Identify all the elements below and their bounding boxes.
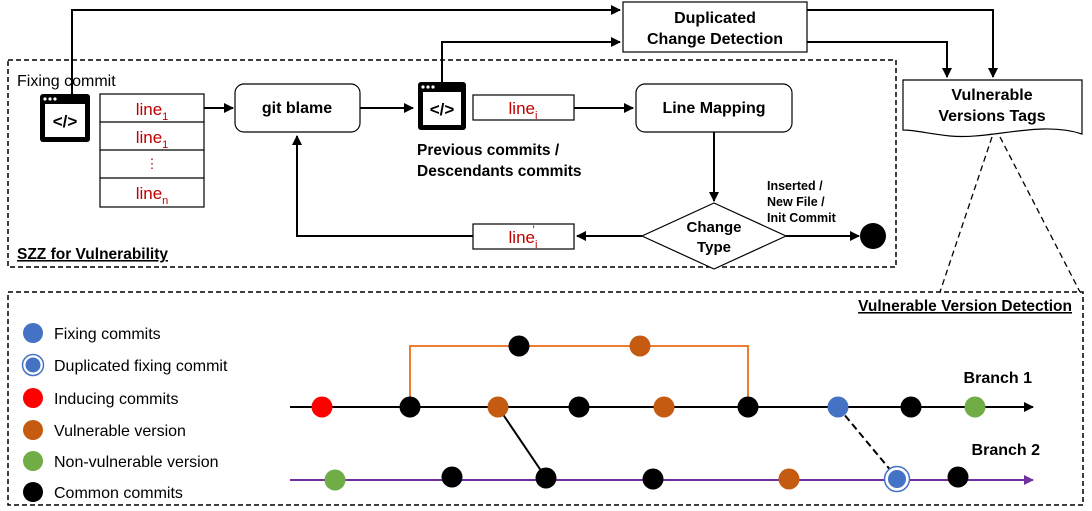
commit-node xyxy=(399,396,421,418)
fixing-lines-stack: line1 line1 ⋮ linen xyxy=(99,93,205,208)
new-file-label: New File / xyxy=(767,195,825,209)
commit-node xyxy=(441,466,463,488)
commit-node xyxy=(568,396,590,418)
szz-dashed-frame xyxy=(7,59,897,268)
change-type-diamond xyxy=(640,202,788,270)
legend-swatch xyxy=(23,420,43,440)
fixing-commit-label: Fixing commit xyxy=(17,73,116,90)
inserted-label: Inserted / xyxy=(767,179,823,193)
commit-node xyxy=(642,468,664,490)
line-ellipsis: ⋮ xyxy=(146,156,159,171)
svg-text:</>: </> xyxy=(430,100,455,119)
dup-detection-box xyxy=(622,1,808,53)
svg-text:Duplicated fixing commit: Duplicated fixing commit xyxy=(54,358,228,375)
szz-label: SZZ for Vulnerability xyxy=(17,246,168,263)
legend-item: Duplicated fixing commit xyxy=(21,353,228,377)
svg-text:</>: </> xyxy=(53,112,78,131)
legend-item: Fixing commits xyxy=(23,323,161,343)
line-i-box xyxy=(472,94,575,121)
legend-swatch xyxy=(25,357,41,373)
line-mapping-label: Line Mapping xyxy=(662,100,765,117)
change-type-label-1: Change xyxy=(686,219,741,236)
descendants-commits-label: Descendants commits xyxy=(417,163,582,180)
legend-item: Inducing commits xyxy=(23,388,179,408)
commit-node xyxy=(964,396,986,418)
line-i-label: linei xyxy=(509,99,538,122)
vuln-tags-box xyxy=(902,79,1083,138)
svg-text:Fixing commits: Fixing commits xyxy=(54,326,161,343)
previous-commits-label: Previous commits / xyxy=(417,142,560,159)
branch1-label: Branch 1 xyxy=(964,370,1033,387)
svg-text:Inducing commits: Inducing commits xyxy=(54,391,179,408)
commit-node xyxy=(653,396,675,418)
commit-node xyxy=(827,396,849,418)
svg-text:Common commits: Common commits xyxy=(54,485,183,502)
legend: Fixing commits Duplicated fixing commit … xyxy=(21,323,228,502)
init-commit-label: Init Commit xyxy=(767,211,837,225)
commit-node xyxy=(737,396,759,418)
legend-item: Common commits xyxy=(23,482,183,502)
legend-item: Non-vulnerable version xyxy=(23,451,219,471)
commit-node xyxy=(324,469,346,491)
commit-node xyxy=(629,335,651,357)
commit-node xyxy=(311,396,333,418)
line-1-a: line1 xyxy=(136,100,169,123)
commit-node xyxy=(535,467,557,489)
legend-swatch xyxy=(23,323,43,343)
svg-text:Non-vulnerable version: Non-vulnerable version xyxy=(54,454,219,471)
commit-node xyxy=(487,396,509,418)
legend-swatch xyxy=(23,388,43,408)
vvd-dashed-frame xyxy=(7,291,1084,506)
commit-node xyxy=(508,335,530,357)
legend-swatch xyxy=(23,482,43,502)
git-blame-label: git blame xyxy=(262,100,332,117)
branch2-label: Branch 2 xyxy=(972,442,1041,459)
vuln-tags-label-1: Vulnerable xyxy=(951,87,1032,104)
commit-node xyxy=(947,466,969,488)
vuln-tags-label-2: Versions Tags xyxy=(938,108,1045,125)
legend-item: Vulnerable version xyxy=(23,420,186,440)
code-icon: </> xyxy=(418,82,466,130)
fork-branch-line xyxy=(409,345,749,407)
commit-node xyxy=(778,468,800,490)
change-type-label-2: Type xyxy=(697,239,731,256)
line-1-b: line1 xyxy=(136,128,169,151)
line-i-prime-label: linei' xyxy=(509,223,538,251)
svg-text:Vulnerable version: Vulnerable version xyxy=(54,423,186,440)
vvd-title: Vulnerable Version Detection xyxy=(858,298,1072,315)
dup-detection-label-2: Change Detection xyxy=(647,31,783,48)
terminal-node xyxy=(860,223,886,249)
commit-node xyxy=(900,396,922,418)
legend-swatch xyxy=(23,451,43,471)
dup-detection-label-1: Duplicated xyxy=(674,10,756,27)
code-icon: </> xyxy=(40,94,90,142)
commit-node xyxy=(888,470,906,488)
line-n: linen xyxy=(136,184,169,207)
